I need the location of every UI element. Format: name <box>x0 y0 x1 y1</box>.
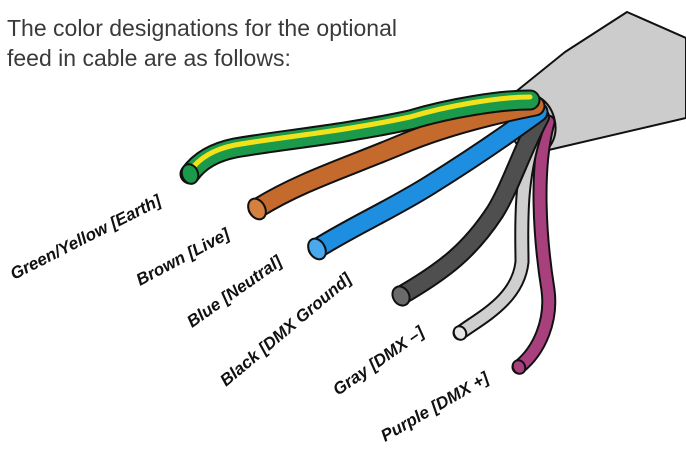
intro-text: The color designations for the optional … <box>7 13 467 73</box>
black-wire <box>391 107 550 307</box>
brown-wire <box>247 95 546 221</box>
label-gray: Gray [DMX –] <box>329 322 428 400</box>
label-purple: Purple [DMX +] <box>378 368 494 446</box>
intro-line-1: The color designations for the optional <box>7 15 397 41</box>
intro-line-2: feed in cable are as follows: <box>7 45 291 71</box>
label-blue: Blue [Neutral] <box>183 251 286 331</box>
purple-wire <box>511 114 557 375</box>
green-yellow-wire <box>179 89 541 185</box>
blue-wire <box>307 101 549 261</box>
label-brown: Brown [Live] <box>133 224 234 290</box>
